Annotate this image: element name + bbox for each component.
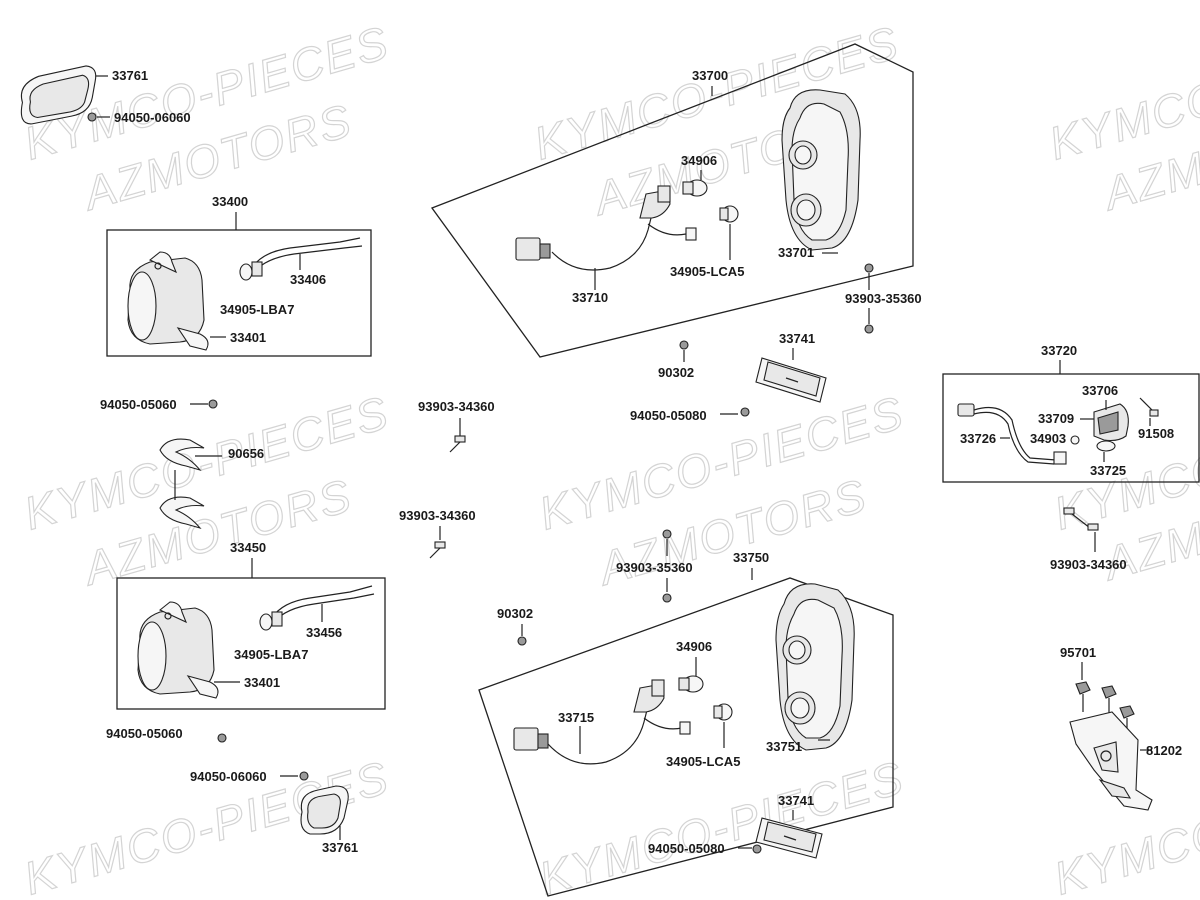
label-33720: 33720 xyxy=(1041,343,1077,358)
part-bolts-95701 xyxy=(1075,681,1135,732)
part-clip-90656 xyxy=(159,438,205,530)
label-33706: 33706 xyxy=(1082,383,1118,398)
label-33725: 33725 xyxy=(1090,463,1126,478)
label-33400: 33400 xyxy=(212,194,248,209)
part-nut-94050-05060-b xyxy=(217,733,227,743)
label-93903-34360-a: 93903-34360 xyxy=(418,399,495,414)
part-nut-94050-06060-b xyxy=(299,771,309,781)
part-reflector-33741-a xyxy=(755,357,827,403)
part-harness-33710 xyxy=(515,185,697,271)
part-screw-93903-35360-a-top xyxy=(864,263,874,273)
label-33401-b: 33401 xyxy=(244,675,280,690)
label-33761-bottom: 33761 xyxy=(322,840,358,855)
assembly-box-33750 xyxy=(478,577,894,897)
label-33710: 33710 xyxy=(572,290,608,305)
part-screw-93903-35360-a-bottom xyxy=(864,324,874,334)
label-33401-a: 33401 xyxy=(230,330,266,345)
label-34905-lca5-a: 34905-LCA5 xyxy=(670,264,744,279)
label-34905-lba7-a: 34905-LBA7 xyxy=(220,302,294,317)
label-91508: 91508 xyxy=(1138,426,1174,441)
part-nut-90302-a xyxy=(679,340,689,350)
part-lamp-housing-33751 xyxy=(775,583,855,751)
part-screw-93903-35360-b-top xyxy=(662,529,672,539)
label-34906-a: 34906 xyxy=(681,153,717,168)
label-33750: 33750 xyxy=(733,550,769,565)
label-33709: 33709 xyxy=(1038,411,1074,426)
part-nut-90302-b xyxy=(517,636,527,646)
label-33700: 33700 xyxy=(692,68,728,83)
part-socket-33401-b xyxy=(137,601,219,699)
part-bracket-81202 xyxy=(1069,711,1153,811)
part-harness-33406 xyxy=(239,237,363,281)
part-bulb-34905-lca5-a xyxy=(719,205,739,223)
part-bulb-34906-a xyxy=(682,179,708,197)
label-33456: 33456 xyxy=(306,625,342,640)
part-nut-94050-05060-a xyxy=(208,399,218,409)
label-34905-lca5-b: 34905-LCA5 xyxy=(666,754,740,769)
label-34905-lba7-b: 34905-LBA7 xyxy=(234,647,308,662)
part-harness-33715 xyxy=(513,679,691,765)
label-94050-06060-b: 94050-06060 xyxy=(190,769,267,784)
part-screw-93903-34360-a xyxy=(449,435,466,453)
assembly-box-33700 xyxy=(430,43,914,358)
part-bulb-34903 xyxy=(1070,435,1080,445)
part-harness-33726 xyxy=(957,403,1067,465)
assembly-box-33720 xyxy=(942,373,1200,483)
label-33715: 33715 xyxy=(558,710,594,725)
part-lamp-housing-33701 xyxy=(781,89,861,251)
part-nut-94050-06060-top xyxy=(87,112,97,122)
part-screw-93903-35360-b-bottom xyxy=(662,593,672,603)
part-bulb-34906-b xyxy=(678,675,704,693)
label-33741-b: 33741 xyxy=(778,793,814,808)
label-33741-a: 33741 xyxy=(779,331,815,346)
part-socket-33401-a xyxy=(127,251,209,351)
part-lamp-33709 xyxy=(1093,403,1129,452)
part-reflector-33761-top xyxy=(20,65,108,125)
svg-text:KYMCO: KYMCO xyxy=(1048,805,1200,900)
part-bulb-34905-lca5-b xyxy=(713,703,733,721)
label-95701: 95701 xyxy=(1060,645,1096,660)
label-33761-top: 33761 xyxy=(112,68,148,83)
part-screw-91508 xyxy=(1139,397,1159,417)
label-90656: 90656 xyxy=(228,446,264,461)
part-screw-93903-34360-b xyxy=(429,541,446,559)
part-reflector-33741-b xyxy=(755,817,823,859)
svg-text:KYMCO-PIECES: KYMCO-PIECES xyxy=(533,751,909,900)
label-34903: 34903 xyxy=(1030,431,1066,446)
label-93903-34360-b: 93903-34360 xyxy=(399,508,476,523)
label-94050-06060-top: 94050-06060 xyxy=(114,110,191,125)
label-81202: 81202 xyxy=(1146,743,1182,758)
label-93903-35360-b: 93903-35360 xyxy=(616,560,693,575)
label-94050-05080-b: 94050-05080 xyxy=(648,841,725,856)
label-33406: 33406 xyxy=(290,272,326,287)
part-reflector-33761-bottom xyxy=(300,785,349,835)
label-94050-05080-a: 94050-05080 xyxy=(630,408,707,423)
label-33726: 33726 xyxy=(960,431,996,446)
part-nut-94050-05080-b xyxy=(752,844,762,854)
label-90302-a: 90302 xyxy=(658,365,694,380)
label-94050-05060-a: 94050-05060 xyxy=(100,397,177,412)
label-93903-35360-a: 93903-35360 xyxy=(845,291,922,306)
label-90302-b: 90302 xyxy=(497,606,533,621)
assembly-box-33450 xyxy=(116,577,386,710)
assembly-box-33400 xyxy=(106,229,372,357)
part-nut-94050-05080-a xyxy=(740,407,750,417)
label-33701: 33701 xyxy=(778,245,814,260)
label-33450: 33450 xyxy=(230,540,266,555)
label-94050-05060-b: 94050-05060 xyxy=(106,726,183,741)
label-33751: 33751 xyxy=(766,739,802,754)
label-93903-34360-c: 93903-34360 xyxy=(1050,557,1127,572)
part-screw-93903-34360-c xyxy=(1063,507,1099,531)
label-34906-b: 34906 xyxy=(676,639,712,654)
part-harness-33456 xyxy=(259,585,375,631)
